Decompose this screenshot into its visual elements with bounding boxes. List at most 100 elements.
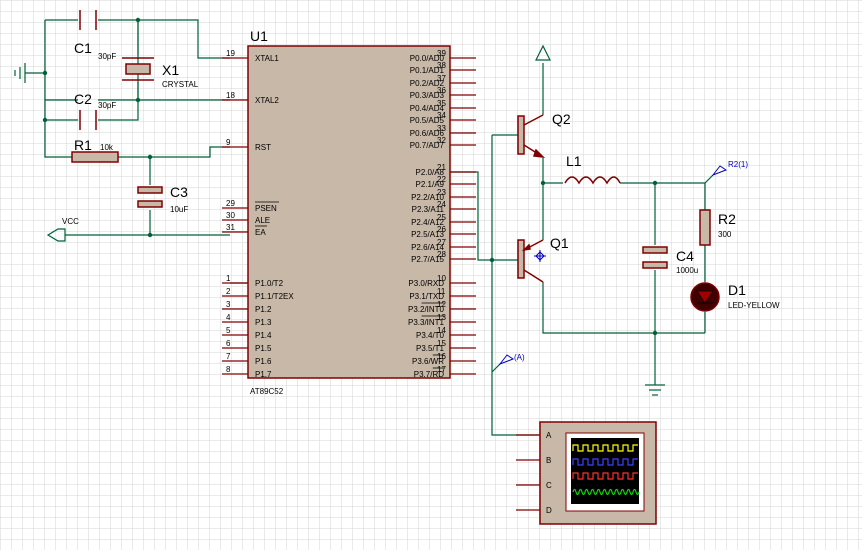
mcu-pin-6[interactable]: 6P1.5 — [222, 339, 272, 353]
led-d1[interactable] — [690, 282, 720, 312]
resistor-r1[interactable] — [71, 151, 119, 163]
x1-value: CRYSTAL — [162, 80, 199, 89]
c1-value: 30pF — [98, 52, 116, 61]
transistor-q2[interactable] — [517, 114, 546, 158]
pin-label: P2.0/A8 — [416, 168, 445, 177]
scope-trace-A — [572, 444, 638, 452]
pin-label: P3.0/RXD — [408, 279, 444, 288]
pin-number: 12 — [437, 300, 446, 309]
mcu-pin-4[interactable]: 4P1.3 — [222, 313, 272, 327]
r2-value: 300 — [718, 230, 732, 239]
c1-ref: C1 — [74, 40, 92, 56]
transistor-q1[interactable] — [517, 239, 544, 283]
capacitor-c3[interactable] — [137, 186, 163, 208]
pin-label: RST — [255, 143, 271, 152]
pin-number: 29 — [226, 199, 235, 208]
c4-ref: C4 — [676, 248, 694, 264]
scope-input-B[interactable]: B — [516, 456, 551, 465]
scope-screen — [571, 438, 639, 504]
r1-value: 10k — [100, 143, 114, 152]
pin-number: 31 — [226, 223, 235, 232]
scope-input-C[interactable]: C — [516, 481, 552, 490]
pin-number: 11 — [437, 287, 446, 296]
mcu-pin-8[interactable]: 8P1.7 — [222, 365, 272, 379]
scope-input-D[interactable]: D — [516, 506, 552, 515]
pin-label: XTAL1 — [255, 54, 279, 63]
resistor-r2[interactable] — [699, 209, 711, 246]
pin-number: 26 — [437, 225, 446, 234]
mcu-right-pins: 39P0.0/AD038P0.1/AD137P0.2/AD236P0.3/AD3… — [408, 49, 476, 379]
scope-trace-C — [572, 472, 638, 480]
voltage-probe-a-icon — [498, 354, 515, 366]
pin-label: ALE — [255, 216, 270, 225]
pin-number: 10 — [437, 274, 446, 283]
q1-ref: Q1 — [550, 235, 569, 251]
pin-number: 23 — [437, 188, 446, 197]
mcu-u1[interactable]: U1 AT89C52 19XTAL118XTAL29RST29PSEN30ALE… — [222, 28, 476, 396]
mcu-pin-5[interactable]: 5P1.4 — [222, 326, 272, 340]
mcu-pin-2[interactable]: 2P1.1/T2EX — [222, 287, 294, 301]
pin-number: 15 — [437, 339, 446, 348]
power-terminal-icon[interactable] — [535, 44, 551, 61]
scope-channel-label: D — [546, 506, 552, 515]
pin-label: P3.7/RD — [414, 370, 444, 379]
pin-label: P3.2/INT0 — [408, 305, 445, 314]
mcu-ref: U1 — [250, 28, 268, 44]
pin-number: 22 — [437, 175, 446, 184]
capacitor-c2[interactable] — [79, 110, 97, 130]
pin-number: 27 — [437, 238, 446, 247]
pin-number: 1 — [226, 274, 231, 283]
inductor-l1[interactable] — [564, 176, 621, 185]
pin-number: 18 — [226, 91, 235, 100]
capacitor-c1[interactable] — [79, 10, 97, 30]
ground-bottom-icon — [645, 384, 665, 396]
mcu-pin-7[interactable]: 7P1.6 — [222, 352, 272, 366]
d1-value: LED-YELLOW — [728, 301, 780, 310]
oscilloscope[interactable]: A B C D — [516, 421, 657, 525]
pin-label: P2.6/A14 — [411, 243, 444, 252]
scope-input-A[interactable]: A — [516, 431, 552, 440]
capacitor-c4[interactable] — [642, 246, 668, 269]
pin-number: 24 — [437, 200, 446, 209]
pin-label: PSEN — [255, 204, 277, 213]
mcu-pin-3[interactable]: 3P1.2 — [222, 300, 272, 314]
pin-number: 19 — [226, 49, 235, 58]
mcu-pin-1[interactable]: 1P1.0/T2 — [222, 274, 284, 288]
pin-number: 9 — [226, 138, 231, 147]
pin-number: 16 — [437, 352, 446, 361]
crystal-x1[interactable] — [122, 57, 154, 81]
x1-ref: X1 — [162, 62, 179, 78]
vcc-terminal-icon[interactable] — [46, 228, 66, 242]
